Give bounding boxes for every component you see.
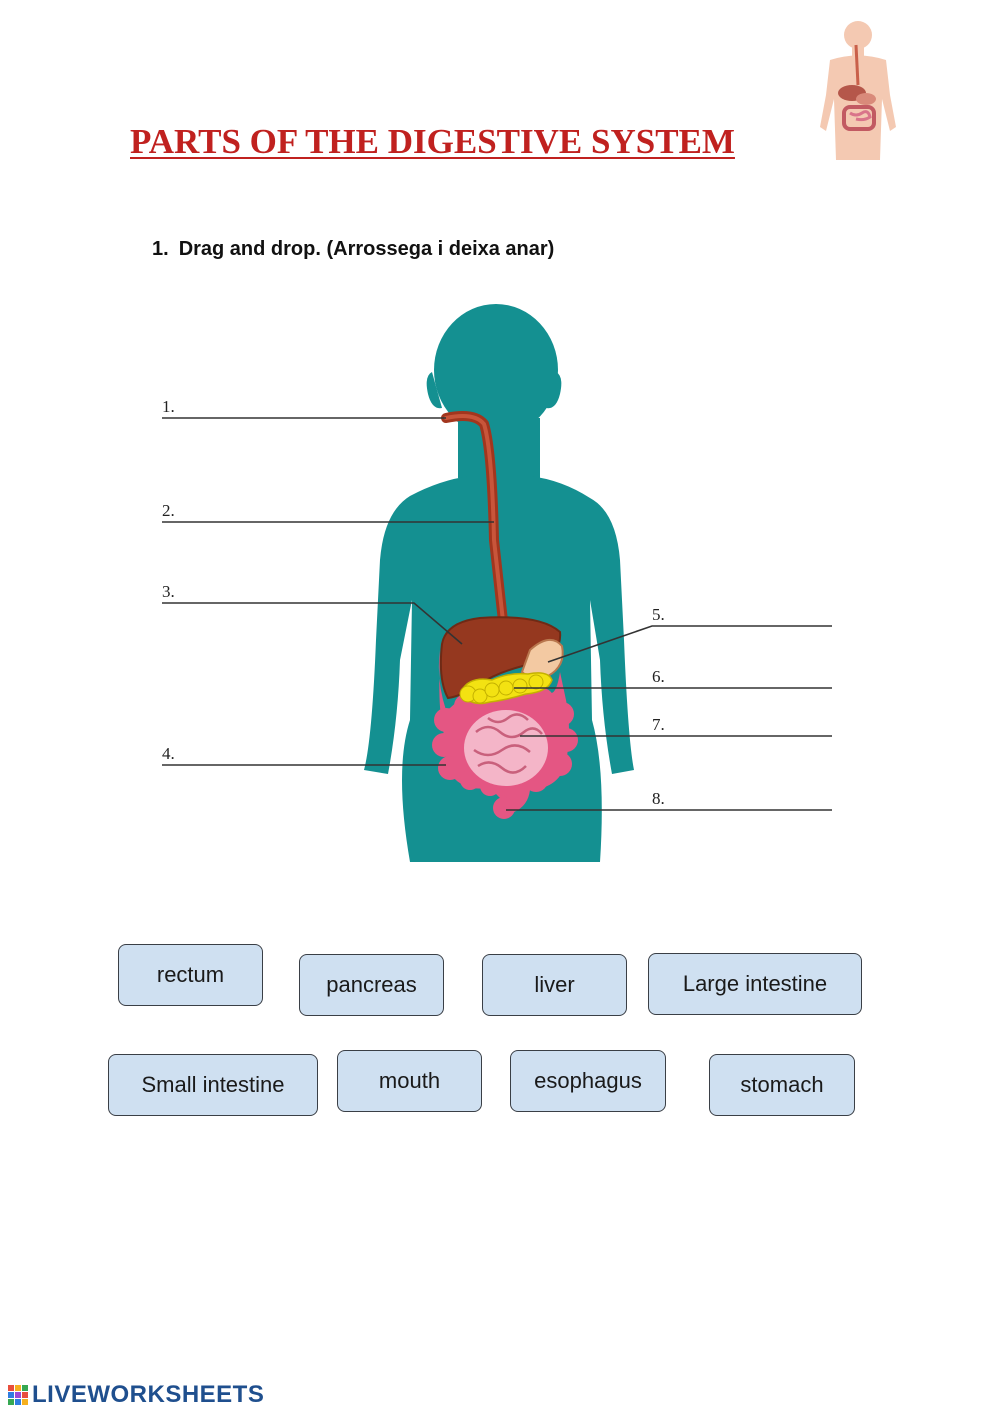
- small-intestine-shape: [464, 710, 548, 786]
- liveworksheets-logo[interactable]: LIVEWORKSHEETS: [8, 1380, 264, 1410]
- word-chip-stomach[interactable]: stomach: [709, 1054, 855, 1116]
- instruction: 1. Drag and drop. (Arrossega i deixa anar…: [152, 238, 554, 261]
- leader-line-5: [547, 625, 832, 663]
- diagram-label-7: 7.: [652, 715, 665, 734]
- word-chip-large-intestine[interactable]: Large intestine: [648, 953, 862, 1015]
- diagram-label-5: 5.: [652, 605, 665, 624]
- human-digestive-thumbnail-icon: [820, 21, 896, 160]
- diagram-label-3: 3.: [162, 582, 175, 601]
- diagram-label-1: 1.: [162, 397, 175, 416]
- leader-line-3: [162, 602, 463, 645]
- instruction-number: 1.: [152, 238, 169, 260]
- word-chip-pancreas[interactable]: pancreas: [299, 954, 444, 1016]
- digestive-system-diagram: 1. 2. 3. 4. 5. 6. 7. 8.: [162, 304, 832, 862]
- liveworksheets-blocks-icon: [8, 1385, 28, 1405]
- word-chip-rectum[interactable]: rectum: [118, 944, 263, 1006]
- word-chip-mouth[interactable]: mouth: [337, 1050, 482, 1112]
- worksheet-title: PARTS OF THE DIGESTIVE SYSTEM: [130, 122, 735, 161]
- diagram-label-4: 4.: [162, 744, 175, 763]
- word-chip-small-intestine[interactable]: Small intestine: [108, 1054, 318, 1116]
- instruction-text: Drag and drop. (Arrossega i deixa anar): [178, 238, 555, 260]
- diagram-label-6: 6.: [652, 667, 665, 686]
- diagram-label-8: 8.: [652, 789, 665, 808]
- brand-name: LIVEWORKSHEETS: [32, 1381, 265, 1408]
- word-chip-esophagus[interactable]: esophagus: [510, 1050, 666, 1112]
- word-chip-liver[interactable]: liver: [482, 954, 627, 1016]
- diagram-label-2: 2.: [162, 501, 175, 520]
